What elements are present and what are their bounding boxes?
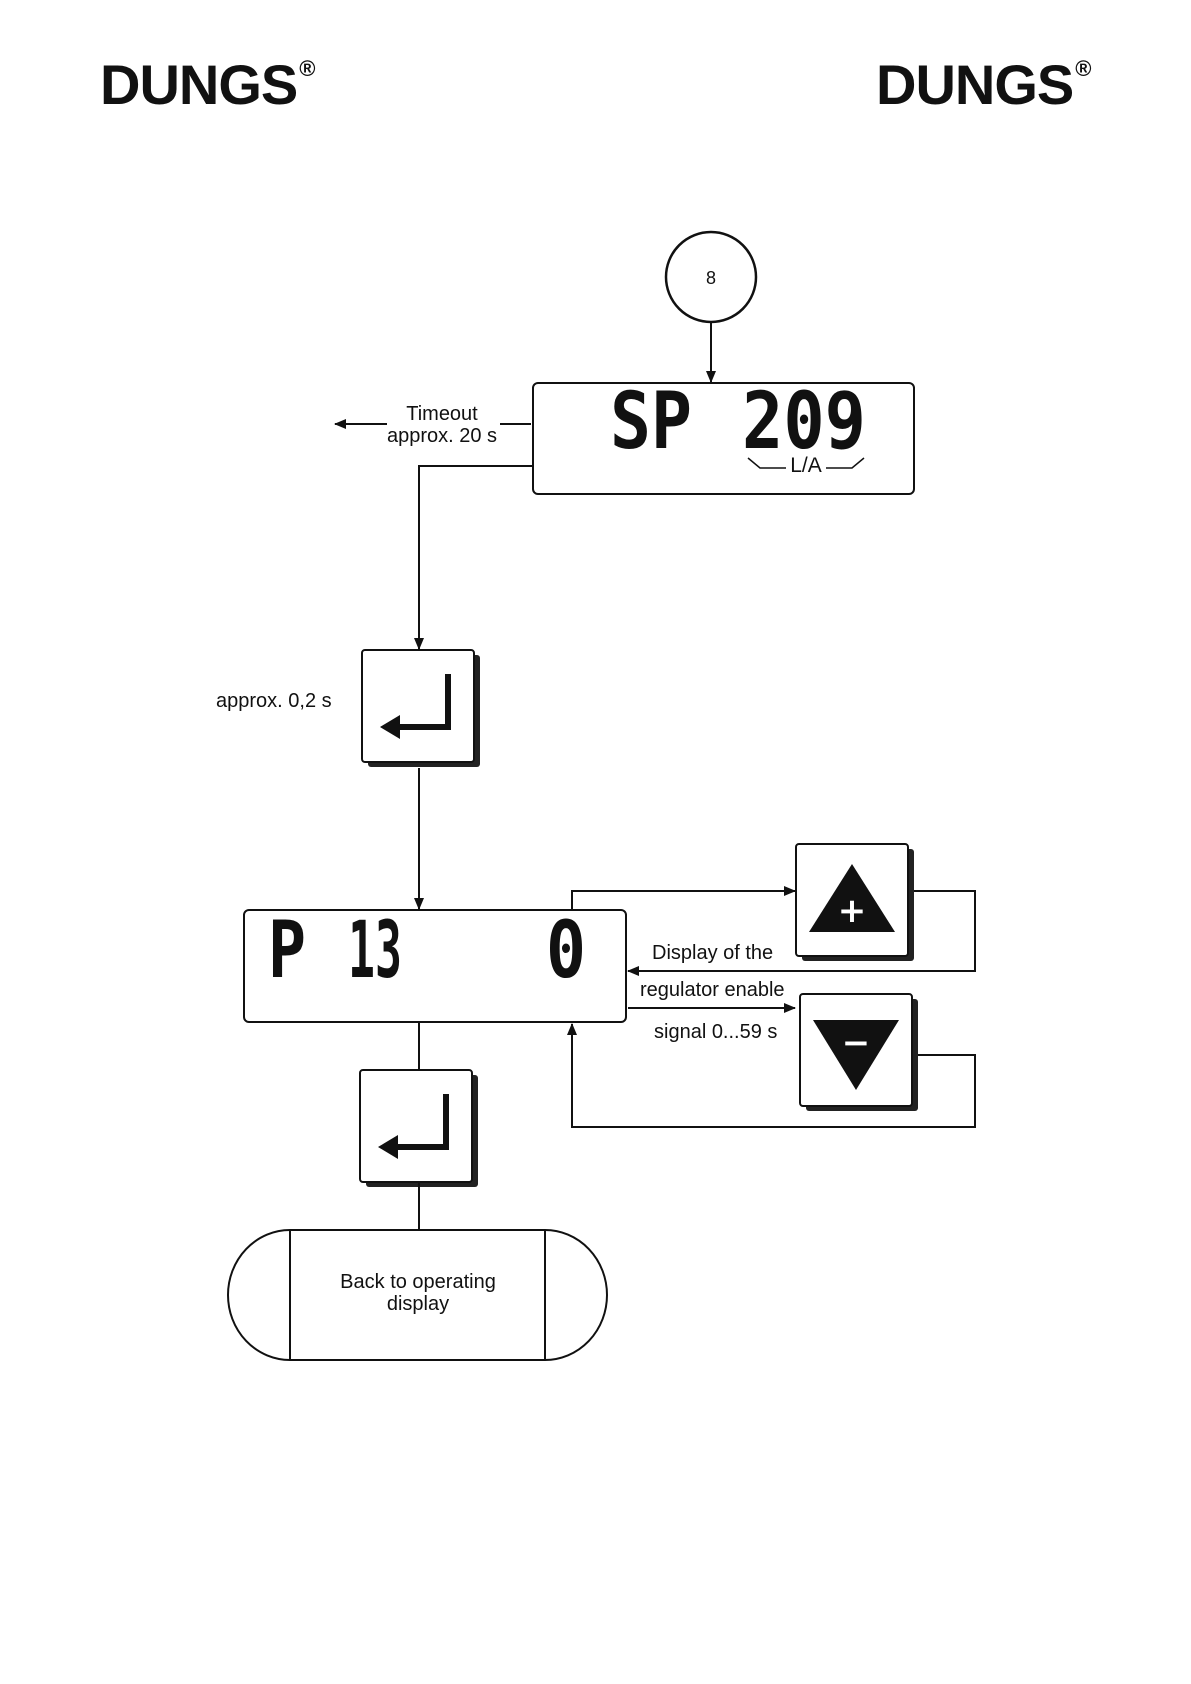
lcd-sp-unit: L/A (790, 454, 822, 477)
lcd-sp-prefix: SP (610, 377, 692, 467)
lcd-display-sp: SP 209 L/A (533, 377, 914, 494)
minus-key[interactable]: − (800, 994, 918, 1111)
connector-label: 8 (706, 268, 716, 288)
signal-info-line1: Display of the (652, 942, 773, 964)
timeout-label-line2: approx. 20 s (387, 425, 497, 447)
lcd-display-p13: P 13 0 (244, 906, 626, 1022)
timeout-label-line1: Timeout (406, 403, 478, 425)
enter-key-1[interactable] (362, 650, 480, 767)
plus-key[interactable]: + (796, 844, 914, 961)
lcd-param-number: 13 (348, 906, 402, 996)
plus-icon: + (838, 891, 867, 931)
terminator-back-to-display: Back to operating display (228, 1230, 607, 1360)
terminator-line2: display (387, 1293, 449, 1315)
enter-delay-label: approx. 0,2 s (216, 690, 332, 712)
minus-icon: − (842, 1023, 871, 1063)
lcd-param-letter: P (268, 906, 306, 996)
flow-arrow-sp-to-enter (419, 466, 533, 649)
lcd-param-value: 0 (546, 906, 586, 996)
enter-key-2[interactable] (360, 1070, 478, 1187)
terminator-line1: Back to operating (340, 1271, 496, 1293)
connector-node: 8 (666, 232, 756, 322)
flow-arrow-to-plus-key (572, 891, 795, 909)
signal-info-line3: signal 0...59 s (654, 1021, 777, 1043)
signal-info-line2: regulator enable (640, 979, 785, 1001)
